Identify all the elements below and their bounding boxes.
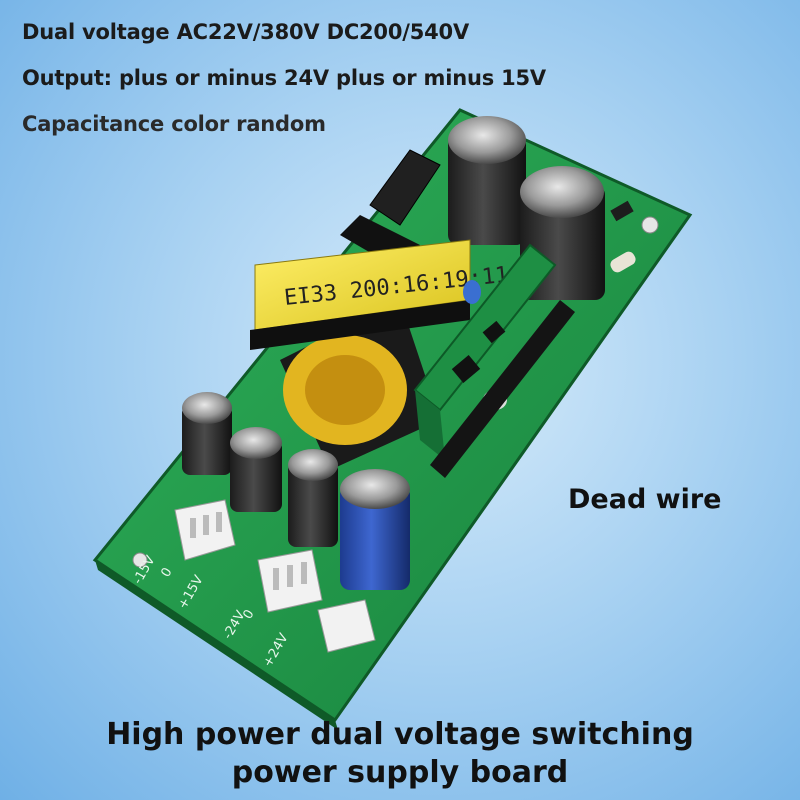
spec-capacitance-note: Capacitance color random xyxy=(22,112,326,136)
connector-24v xyxy=(257,549,323,613)
spec-voltage-output: Output: plus or minus 24V plus or minus … xyxy=(22,66,546,90)
daughter-board xyxy=(413,243,557,460)
dead-wire-callout: Dead wire xyxy=(568,484,722,515)
small-capacitor xyxy=(288,449,338,547)
small-capacitor xyxy=(230,427,282,512)
caption-line-1: High power dual voltage switching xyxy=(106,717,694,752)
spec-voltage-input: Dual voltage AC22V/380V DC200/540V xyxy=(22,20,470,44)
caption-line-2: power supply board xyxy=(231,755,569,790)
product-caption: High power dual voltage switching power … xyxy=(0,716,800,792)
screw-hole-icon xyxy=(132,552,148,568)
blue-capacitor xyxy=(340,469,410,590)
large-capacitor xyxy=(448,116,526,245)
connector-input xyxy=(317,599,376,653)
connector-15v xyxy=(174,499,236,561)
screw-hole-icon xyxy=(641,216,659,234)
pin-header xyxy=(430,300,575,478)
small-capacitor xyxy=(182,392,232,475)
